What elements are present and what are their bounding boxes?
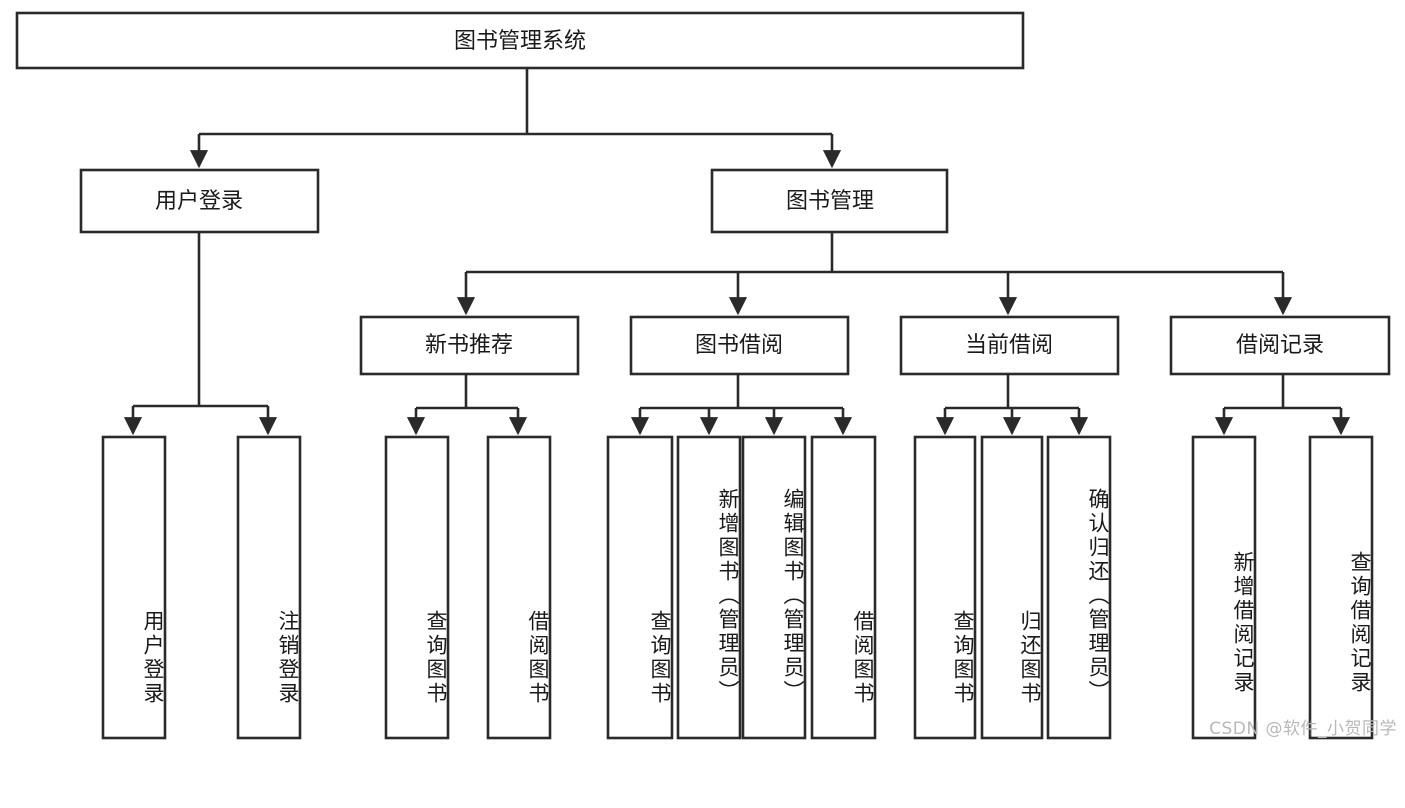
node-borrowing-record[interactable] [1169,315,1391,376]
node-book-management[interactable] [710,168,949,234]
node-user-login-label: 用户登录 [155,189,243,214]
node-book-borrowing-label: 图书借阅 [695,333,783,358]
node-borrowing-record-label: 借阅记录 [1236,333,1324,358]
node-layer: 图书管理系统 用户登录 图书管理 新书推荐 图书借阅 当前借阅 借阅记录 [15,11,1391,740]
csdn-watermark: CSDN @软件_小贺同学 [1209,719,1397,739]
node-book-borrowing[interactable] [629,315,850,376]
diagram-canvas: 图书管理系统 用户登录 图书管理 新书推荐 图书借阅 当前借阅 借阅记录 [15,11,1391,740]
node-current-borrowing[interactable] [899,315,1120,376]
leaf-box-9[interactable] [980,435,1044,740]
leaf-box-10[interactable] [1046,435,1112,740]
leaf-box-12[interactable] [1308,435,1374,740]
leaf-box-7[interactable] [810,435,877,740]
leaf-box-4[interactable] [606,435,674,740]
connector-layer [123,68,1351,436]
node-current-borrowing-label: 当前借阅 [965,333,1053,358]
leaf-box-5[interactable] [676,435,742,740]
node-root-label: 图书管理系统 [454,29,586,54]
org-chart-diagram: 图书管理系统 用户登录 图书管理 新书推荐 图书借阅 当前借阅 借阅记录 [15,11,1397,740]
node-user-login[interactable] [79,168,320,234]
node-new-book-recommendation-label: 新书推荐 [425,333,513,358]
leaf-box-2[interactable] [384,435,450,740]
leaf-box-8[interactable] [913,435,977,740]
leaf-box-1[interactable] [236,435,302,740]
leaf-box-3[interactable] [486,435,552,740]
node-new-book-recommendation[interactable] [359,315,580,376]
leaf-box-11[interactable] [1191,435,1257,740]
node-book-management-label: 图书管理 [786,189,874,214]
leaf-box-0[interactable] [101,435,167,740]
node-root-book-management-system[interactable] [15,11,1025,70]
leaf-box-6[interactable] [741,435,807,740]
